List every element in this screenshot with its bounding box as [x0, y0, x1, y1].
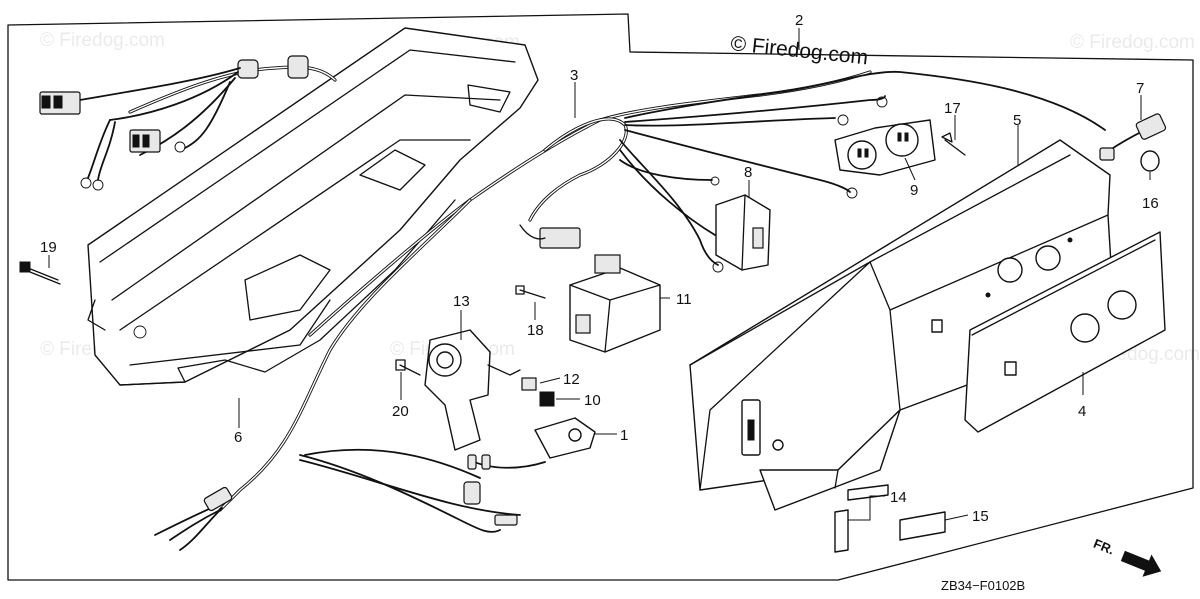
callout-labels: 2 3 5 7 17 8 9 16 19 13 11 18 12 10 20 1… — [40, 12, 1159, 525]
callout-11: 11 — [676, 291, 692, 308]
callout-16: 16 — [1142, 195, 1159, 212]
arrow-right-icon — [1120, 550, 1162, 577]
callout-5: 5 — [1013, 112, 1021, 129]
grommet-part-16 — [1140, 150, 1160, 172]
callout-4: 4 — [1078, 403, 1086, 420]
screw-part-17 — [941, 132, 966, 156]
control-box-case — [87, 27, 539, 386]
watermark-text: © Firedog.com — [40, 30, 165, 51]
diagram-code: ZB34−F0102B — [941, 578, 1025, 593]
clip-part-12 — [521, 377, 537, 391]
label-stickers — [834, 484, 946, 553]
cap-part-10 — [539, 391, 555, 407]
callout-18: 18 — [527, 322, 544, 339]
watermark-text: © Firedog.com — [1070, 32, 1195, 53]
switch-part-1 — [534, 417, 596, 459]
ac-outlet — [834, 119, 936, 176]
main-wire-harness — [154, 70, 1106, 551]
callout-17: 17 — [944, 100, 961, 117]
callout-6: 6 — [234, 429, 242, 446]
callout-14: 14 — [890, 489, 907, 506]
front-cover-plate — [964, 231, 1166, 433]
callout-12: 12 — [563, 371, 580, 388]
callout-1: 1 — [620, 427, 628, 444]
callout-10: 10 — [584, 392, 601, 409]
control-module — [569, 254, 661, 353]
screw-part-18 — [515, 285, 546, 299]
circuit-breaker — [715, 194, 771, 271]
bolt-part-19 — [19, 261, 61, 285]
switch-bracket — [424, 329, 521, 451]
callout-2: 2 — [795, 12, 803, 29]
callout-leaders — [48, 28, 1151, 521]
front-direction-arrow: FR. — [1091, 536, 1162, 577]
callout-20: 20 — [392, 403, 409, 420]
front-panel — [689, 139, 1116, 511]
front-direction-label: FR. — [1091, 536, 1116, 558]
screw-part-20 — [395, 359, 421, 376]
callout-15: 15 — [972, 508, 989, 525]
diagram-frame — [7, 13, 1194, 581]
left-wire-harness — [39, 55, 337, 191]
spark-plug-cap — [1099, 113, 1167, 161]
callout-8: 8 — [744, 164, 752, 181]
callout-9: 9 — [910, 182, 918, 199]
callout-19: 19 — [40, 239, 57, 256]
callout-7: 7 — [1136, 80, 1144, 97]
callout-13: 13 — [453, 293, 470, 310]
callout-3: 3 — [570, 67, 578, 84]
